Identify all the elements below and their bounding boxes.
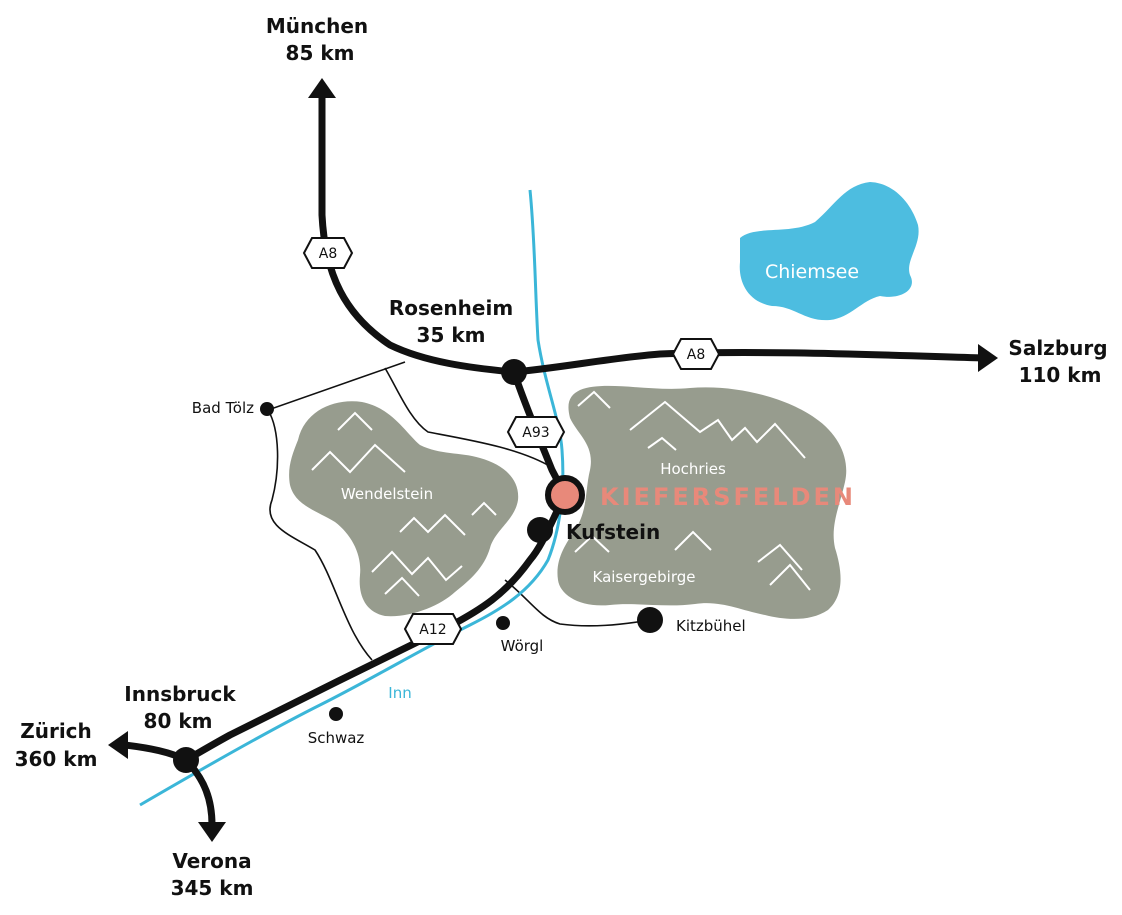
arrow-left-icon xyxy=(108,731,128,759)
arrow-right-icon xyxy=(978,344,998,372)
kaisergebirge-label: Kaisergebirge xyxy=(593,568,696,586)
verona-name: Verona xyxy=(172,849,251,873)
a93-shield-label: A93 xyxy=(522,425,549,441)
rosenheim-name: Rosenheim xyxy=(389,296,513,320)
wendelstein-label: Wendelstein xyxy=(341,485,433,503)
salzburg-name: Salzburg xyxy=(1008,336,1107,360)
bad-toelz-name: Bad Tölz xyxy=(192,399,254,417)
a8-salzburg-road xyxy=(510,349,989,376)
chiemsee-label: Chiemsee xyxy=(765,261,859,283)
rosenheim-marker xyxy=(501,359,527,385)
schwaz-marker xyxy=(329,707,343,721)
rosenheim-distance: 35 km xyxy=(417,323,486,347)
zuerich-distance: 360 km xyxy=(15,747,98,771)
inn-river xyxy=(139,189,565,807)
road-shields: A8 A8 A93 A12 xyxy=(302,237,721,645)
direction-arrows xyxy=(108,78,998,842)
mountain-peak-lines xyxy=(311,390,811,597)
schwaz-name: Schwaz xyxy=(308,729,365,747)
kiefersfelden-label: KIEFERSFELDEN xyxy=(600,483,856,511)
innsbruck-name: Innsbruck xyxy=(124,682,236,706)
city-markers xyxy=(173,359,663,773)
arrow-up-icon xyxy=(308,78,336,98)
kitzbuehel-name: Kitzbühel xyxy=(676,617,746,635)
a8-east-shield-label: A8 xyxy=(687,347,705,363)
bad-toelz-marker xyxy=(260,402,274,416)
a93-shield xyxy=(506,416,566,448)
innsbruck-marker xyxy=(173,747,199,773)
verona-distance: 345 km xyxy=(171,876,254,900)
a12-shield xyxy=(403,613,463,645)
a8-north-shield-label: A8 xyxy=(319,246,337,262)
a8-north-shield xyxy=(302,237,354,269)
wendelstein-mountain-area xyxy=(289,401,519,617)
zuerich-name: Zürich xyxy=(20,719,92,743)
woergl-name: Wörgl xyxy=(501,637,544,655)
woergl-marker xyxy=(496,616,510,630)
salzburg-distance: 110 km xyxy=(1019,363,1102,387)
muenchen-name: München xyxy=(266,14,368,38)
hochries-kaisergebirge-mountain-area xyxy=(557,385,847,619)
arrow-down-icon xyxy=(198,822,226,842)
kitzbuehel-marker xyxy=(637,607,663,633)
hochries-label: Hochries xyxy=(660,460,726,478)
kiefersfelden-marker xyxy=(545,475,585,515)
kufstein-name: Kufstein xyxy=(566,520,660,544)
muenchen-distance: 85 km xyxy=(286,41,355,65)
a12-shield-label: A12 xyxy=(419,622,446,638)
a8-east-shield xyxy=(671,338,721,370)
innsbruck-distance: 80 km xyxy=(144,709,213,733)
kufstein-marker xyxy=(527,517,553,543)
inn-river-label: Inn xyxy=(388,684,411,702)
chiemsee-lake xyxy=(739,182,919,321)
local-roads xyxy=(266,361,651,661)
